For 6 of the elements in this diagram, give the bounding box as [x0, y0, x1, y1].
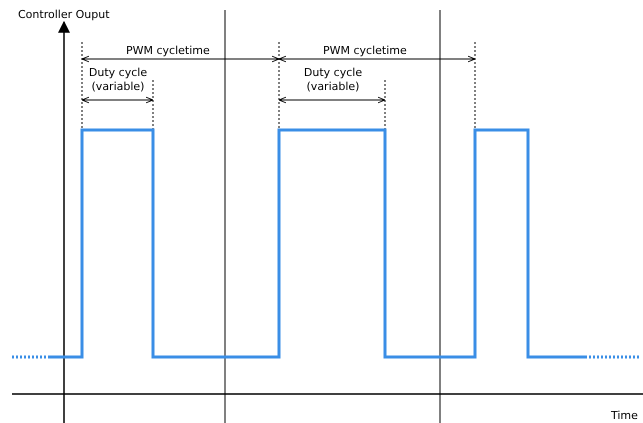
axis-label: Controller Ouput	[18, 8, 110, 22]
dimension-label: PWM cycletime	[323, 44, 407, 58]
dimension-label: Duty cycle (variable)	[302, 66, 364, 94]
dimension-label: Duty cycle (variable)	[88, 66, 148, 94]
axis-label: Time	[611, 409, 638, 423]
dimension-label: PWM cycletime	[126, 44, 210, 58]
